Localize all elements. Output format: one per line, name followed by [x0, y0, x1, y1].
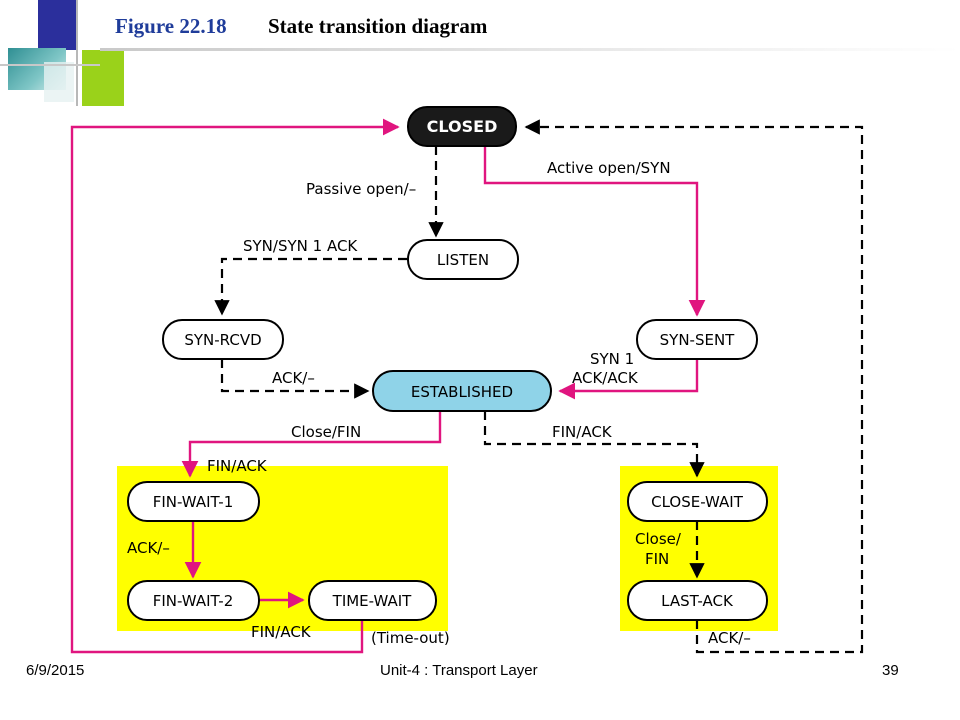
edge-established-to-finwait1 — [181, 411, 442, 478]
label-ack-finwait: ACK/– — [127, 539, 170, 557]
state-established: ESTABLISHED — [372, 370, 552, 412]
figure-label: Figure 22.18 — [115, 14, 227, 38]
decor-line-horizontal — [0, 64, 100, 66]
label-close-fin: Close/FIN — [291, 423, 361, 441]
edge-listen-to-synrcvd — [214, 257, 407, 316]
state-time-wait: TIME-WAIT — [308, 580, 437, 621]
state-last-ack-label: LAST-ACK — [661, 592, 734, 610]
label-fin-ack-established: FIN/ACK — [552, 423, 613, 441]
label-fin-ack-finwait2: FIN/ACK — [251, 623, 312, 641]
footer-center: Unit-4 : Transport Layer — [380, 662, 538, 679]
state-established-label: ESTABLISHED — [411, 383, 513, 401]
state-syn-sent-label: SYN-SENT — [660, 331, 736, 349]
decor-block-lime — [82, 50, 124, 106]
state-closed-label: CLOSED — [427, 117, 498, 136]
state-close-wait: CLOSE-WAIT — [627, 481, 768, 522]
state-close-wait-label: CLOSE-WAIT — [651, 493, 744, 511]
decor-line-vertical — [76, 0, 78, 106]
state-syn-rcvd: SYN-RCVD — [162, 319, 284, 360]
state-closed: CLOSED — [407, 106, 517, 147]
label-ack-established: ACK/– — [272, 369, 315, 387]
state-syn-sent: SYN-SENT — [636, 319, 758, 360]
label-close-line1: Close/ — [635, 530, 682, 548]
label-passive-open: Passive open/– — [306, 180, 416, 198]
state-fin-wait-1: FIN-WAIT-1 — [127, 481, 260, 522]
label-syn-syn-ack: SYN/SYN 1 ACK — [243, 237, 358, 255]
state-fin-wait-1-label: FIN-WAIT-1 — [153, 493, 234, 511]
state-syn-rcvd-label: SYN-RCVD — [184, 331, 261, 349]
label-syn-ack-line2: ACK/ACK — [572, 369, 639, 387]
footer-page-number: 39 — [882, 662, 899, 679]
edge-lastack-to-closed — [524, 119, 864, 654]
footer-date: 6/9/2015 — [26, 662, 85, 679]
state-last-ack: LAST-ACK — [627, 580, 768, 621]
state-time-wait-label: TIME-WAIT — [332, 592, 413, 610]
edge-timewait-to-closed — [70, 118, 400, 654]
edge-closed-to-synsent — [483, 146, 706, 317]
label-close-line2: FIN — [645, 550, 669, 568]
figure-caption: State transition diagram — [268, 14, 488, 38]
label-ack-lastack: ACK/– — [708, 629, 751, 647]
edge-synrcvd-to-established — [220, 359, 370, 399]
state-fin-wait-2-label: FIN-WAIT-2 — [153, 592, 234, 610]
edge-established-to-closewait — [483, 411, 705, 478]
label-fin-ack-finwait1: FIN/ACK — [207, 457, 268, 475]
label-time-out: (Time-out) — [371, 629, 450, 647]
label-active-open: Active open/SYN — [547, 159, 671, 177]
title-underline — [100, 48, 960, 51]
edge-synsent-to-established — [558, 359, 699, 400]
decor-block-navy — [38, 0, 78, 50]
state-fin-wait-2: FIN-WAIT-2 — [127, 580, 260, 621]
state-listen: LISTEN — [407, 239, 519, 280]
state-listen-label: LISTEN — [437, 251, 489, 269]
decor-block-light — [44, 62, 74, 102]
label-syn-ack-line1: SYN 1 — [590, 350, 634, 368]
figure-number: Figure 22.18 — [115, 14, 227, 39]
